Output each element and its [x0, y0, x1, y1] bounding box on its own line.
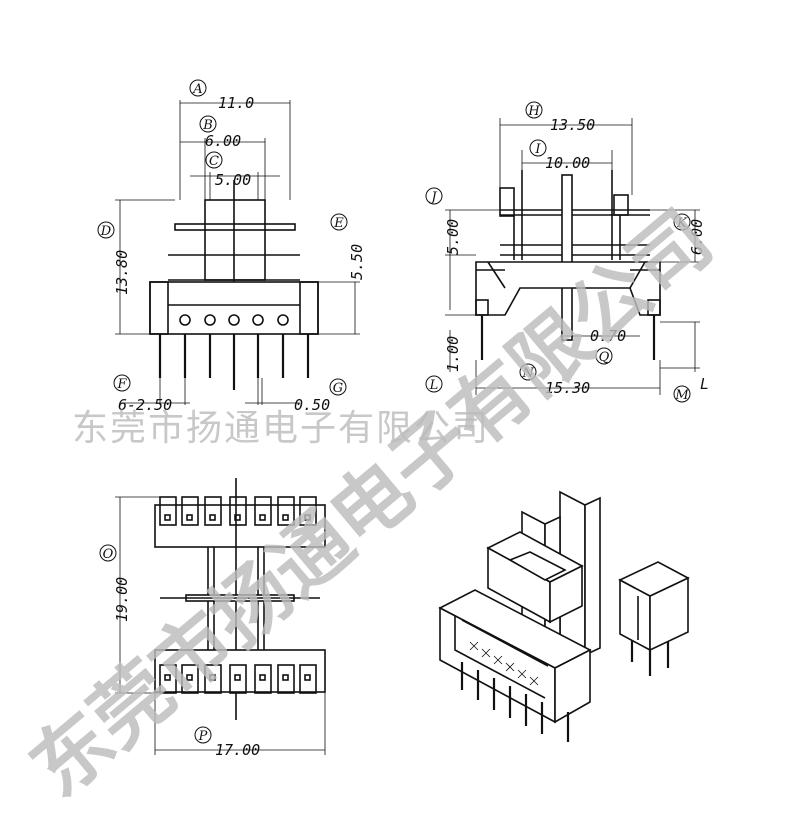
callout-p: [194, 726, 212, 744]
dim-k-value: 6.00: [688, 219, 706, 255]
callout-m-letter: M: [674, 388, 689, 403]
callout-l: [425, 375, 443, 393]
callout-q: [595, 347, 613, 365]
dim-n-value: 15.30: [545, 379, 590, 397]
callout-i-letter: I: [534, 142, 541, 157]
dim-l-value: 1.00: [444, 336, 462, 372]
callout-h: [525, 101, 543, 119]
dim-e-value: 5.50: [348, 244, 366, 280]
dim-a-value: 11.0: [218, 94, 254, 112]
callout-o: [99, 544, 117, 562]
dim-j-value: 5.00: [444, 219, 462, 255]
dim-c-value: 5.00: [215, 171, 251, 189]
dim-b-value: 6.00: [205, 132, 241, 150]
dim-o-value: 19.00: [113, 577, 131, 622]
callout-o-letter: O: [103, 547, 114, 562]
callout-b: [199, 115, 217, 133]
callout-a: [189, 79, 207, 97]
dim-i-value: 10.00: [545, 154, 590, 172]
callout-f: [113, 374, 131, 392]
callout-d: [97, 221, 115, 239]
callout-q-letter: Q: [599, 350, 610, 365]
dim-q-value: 0.70: [590, 327, 626, 345]
callout-h-letter: H: [527, 104, 540, 119]
callout-j: [425, 187, 443, 205]
callout-l-letter: L: [429, 378, 439, 393]
dim-h-value: 13.50: [550, 116, 595, 134]
callout-n-letter: N: [521, 366, 534, 381]
callout-b-letter: B: [202, 118, 213, 133]
front-view: A 11.0 B 6.00 C 5.00 D 13.80 E 5.50: [97, 79, 366, 414]
callout-e-letter: E: [333, 216, 344, 231]
callout-k-letter: K: [676, 216, 688, 231]
callout-c: [205, 151, 223, 169]
callout-c-letter: C: [209, 154, 219, 169]
dim-g-value: 0.50: [294, 396, 330, 414]
dim-m-value: L: [700, 375, 709, 393]
horizontal-watermark: 东莞市扬通电子有限公司: [72, 408, 490, 449]
callout-m: [673, 385, 691, 403]
dim-d-value: 13.80: [113, 250, 131, 295]
isometric-view: [438, 490, 690, 742]
dim-p-value: 17.00: [215, 741, 260, 759]
bottom-view: O 19.00 P 17.00: [99, 478, 326, 759]
callout-n: [519, 363, 537, 381]
callout-a-letter: A: [192, 82, 202, 97]
callout-e: [330, 213, 348, 231]
callout-f-letter: F: [116, 377, 127, 392]
callout-g-letter: G: [333, 381, 343, 396]
callout-d-letter: D: [100, 224, 112, 239]
side-view: H 13.50 I 10.00 J 5.00 K 6.00 L 1.00: [425, 101, 709, 403]
callout-p-letter: P: [198, 729, 208, 744]
callout-j-letter: J: [428, 190, 437, 205]
callout-k: [673, 213, 691, 231]
callout-g: [329, 378, 347, 396]
dim-f-value: 6-2.50: [118, 396, 172, 414]
callout-i: [529, 139, 547, 157]
